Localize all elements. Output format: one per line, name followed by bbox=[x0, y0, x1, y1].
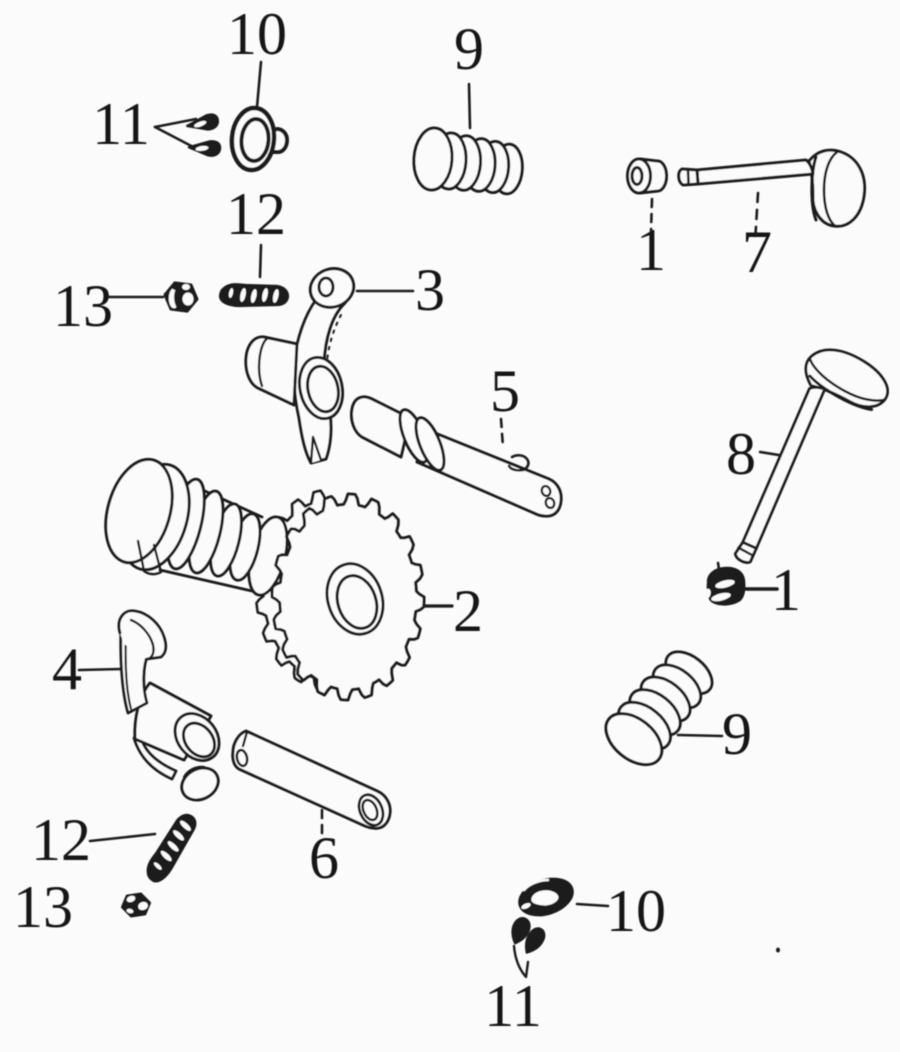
svg-text:12: 12 bbox=[226, 181, 286, 247]
svg-text:13: 13 bbox=[13, 874, 73, 940]
svg-text:12: 12 bbox=[31, 807, 91, 873]
svg-text:11: 11 bbox=[92, 91, 150, 157]
svg-text:3: 3 bbox=[415, 257, 445, 323]
svg-text:11: 11 bbox=[484, 973, 542, 1039]
svg-text:4: 4 bbox=[52, 636, 82, 702]
svg-text:1: 1 bbox=[636, 217, 666, 283]
svg-text:2: 2 bbox=[453, 578, 483, 644]
svg-text:9: 9 bbox=[722, 701, 752, 767]
svg-text:5: 5 bbox=[490, 358, 520, 424]
svg-text:8: 8 bbox=[726, 421, 756, 487]
svg-text:10: 10 bbox=[606, 878, 666, 944]
svg-text:10: 10 bbox=[227, 1, 287, 67]
svg-text:13: 13 bbox=[53, 273, 113, 339]
svg-text:9: 9 bbox=[454, 16, 484, 82]
svg-text:6: 6 bbox=[309, 825, 339, 891]
